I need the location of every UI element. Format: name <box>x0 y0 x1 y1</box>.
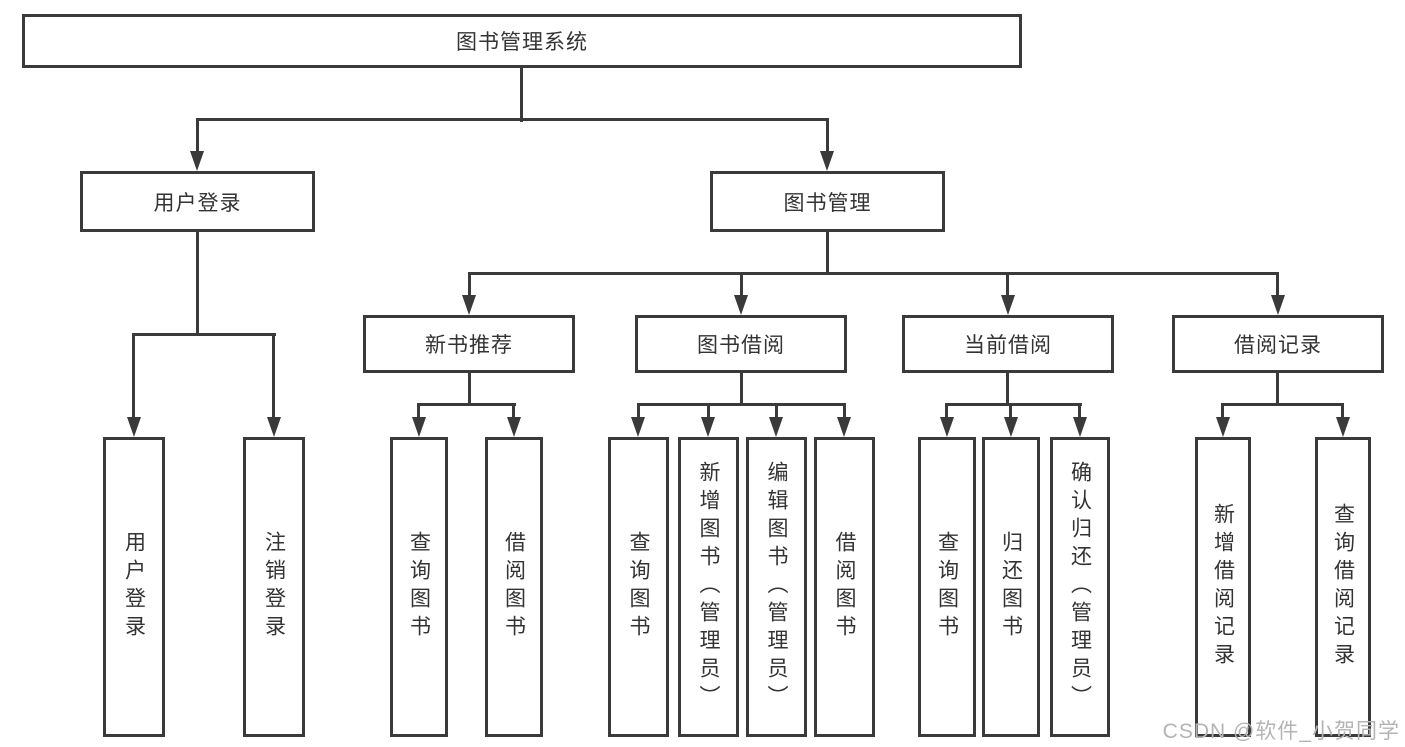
connector-line <box>637 403 640 421</box>
arrowhead <box>127 417 141 437</box>
leaf-user-login: 用户登录 <box>103 437 165 737</box>
connector-line <box>468 272 1279 275</box>
connector-line <box>1221 403 1344 406</box>
connector-line <box>468 272 471 300</box>
arrowhead <box>267 417 281 437</box>
node-current-borrowing: 当前借阅 <box>902 315 1114 373</box>
arrowhead <box>190 151 204 171</box>
connector-line <box>520 68 523 122</box>
node-label: 用户登录 <box>153 191 242 215</box>
node-label: 借阅记录 <box>1234 334 1322 357</box>
leaf-borrow-borrow-books: 借阅图书 <box>814 437 875 737</box>
connector-line <box>132 333 276 336</box>
node-label: 新书推荐 <box>425 334 513 357</box>
connector-line <box>1009 403 1012 421</box>
connector-line <box>826 118 829 156</box>
node-label: 确认归还（管理员） <box>1068 461 1092 713</box>
node-book-borrowing: 图书借阅 <box>635 315 847 373</box>
leaf-recommend-borrow-books: 借阅图书 <box>485 437 543 737</box>
arrowhead <box>820 151 834 171</box>
leaf-borrow-add-books-admin: 新增图书（管理员） <box>678 437 739 737</box>
arrowhead <box>701 417 715 437</box>
connector-line <box>740 373 743 406</box>
node-label: 图书借阅 <box>697 334 785 357</box>
node-label: 注销登录 <box>262 531 286 643</box>
leaf-records-add-borrow-record: 新增借阅记录 <box>1195 437 1251 737</box>
node-borrowing-records: 借阅记录 <box>1172 315 1384 373</box>
connector-line <box>196 232 199 336</box>
connector-line <box>417 403 420 421</box>
node-label: 查询图书 <box>935 531 959 643</box>
arrowhead <box>1073 417 1087 437</box>
arrowhead <box>734 295 748 315</box>
arrowhead <box>837 417 851 437</box>
connector-line <box>468 373 471 406</box>
connector-line <box>1276 373 1279 406</box>
leaf-current-query-books: 查询图书 <box>918 437 976 737</box>
leaf-current-return-books: 归还图书 <box>982 437 1040 737</box>
node-label: 借阅图书 <box>833 531 856 643</box>
connector-line <box>1006 373 1009 406</box>
node-label: 图书管理 <box>783 191 872 215</box>
connector-line <box>843 403 846 421</box>
node-label: 新增借阅记录 <box>1211 503 1235 671</box>
leaf-recommend-query-books: 查询图书 <box>390 437 448 737</box>
connector-line <box>775 403 778 421</box>
arrowhead <box>1004 417 1018 437</box>
connector-line <box>637 403 846 406</box>
node-label: 查询图书 <box>627 531 650 643</box>
node-label: 查询图书 <box>407 531 431 643</box>
connector-line <box>1078 403 1081 421</box>
arrowhead <box>1336 417 1350 437</box>
connector-line <box>945 403 1082 406</box>
connector-line <box>512 403 515 421</box>
arrowhead <box>940 417 954 437</box>
node-book-management: 图书管理 <box>710 171 945 232</box>
connector-line <box>196 118 199 156</box>
node-label: 当前借阅 <box>964 334 1052 357</box>
connector-line <box>707 403 710 421</box>
watermark: CSDN @软件_小贺同学 <box>1162 720 1400 743</box>
node-label: 借阅图书 <box>502 531 526 643</box>
node-root: 图书管理系统 <box>22 14 1022 68</box>
connector-line <box>1341 403 1344 421</box>
node-user-login: 用户登录 <box>80 171 315 232</box>
node-label: 编辑图书（管理员） <box>765 461 788 713</box>
arrowhead <box>412 417 426 437</box>
node-new-book-recommendation: 新书推荐 <box>363 315 575 373</box>
connector-line <box>826 232 829 275</box>
connector-line <box>196 118 829 121</box>
connector-line <box>945 403 948 421</box>
connector-line <box>740 272 743 300</box>
leaf-borrow-edit-books-admin: 编辑图书（管理员） <box>746 437 807 737</box>
leaf-borrow-query-books: 查询图书 <box>608 437 669 737</box>
arrowhead <box>631 417 645 437</box>
connector-line <box>1221 403 1224 421</box>
node-label: 图书管理系统 <box>456 31 588 54</box>
leaf-logout-login: 注销登录 <box>243 437 305 737</box>
connector-line <box>1006 272 1009 300</box>
arrowhead <box>507 417 521 437</box>
leaf-current-confirm-return-admin: 确认归还（管理员） <box>1050 437 1110 737</box>
connector-line <box>1276 272 1279 300</box>
connector-line <box>272 333 275 421</box>
arrowhead <box>1216 417 1230 437</box>
node-label: 用户登录 <box>122 531 146 643</box>
node-label: 归还图书 <box>999 531 1023 643</box>
node-label: 查询借阅记录 <box>1331 503 1355 671</box>
arrowhead <box>1001 295 1015 315</box>
arrowhead <box>769 417 783 437</box>
node-label: 新增图书（管理员） <box>697 461 720 713</box>
leaf-records-query-borrow-record: 查询借阅记录 <box>1315 437 1371 737</box>
connector-line <box>417 403 516 406</box>
arrowhead <box>1271 295 1285 315</box>
arrowhead <box>462 295 476 315</box>
connector-line <box>132 333 135 421</box>
